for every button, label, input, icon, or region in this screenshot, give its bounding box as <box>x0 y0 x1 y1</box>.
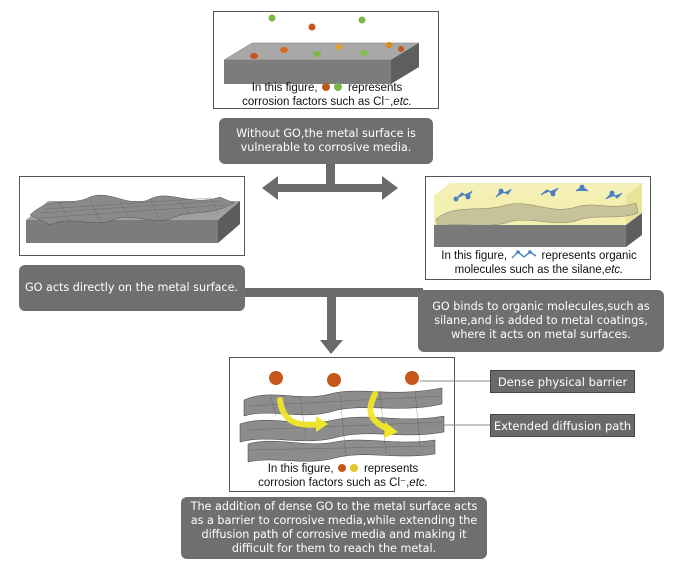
caption-suffix: represents organic <box>541 250 637 262</box>
go-barrier-illustration <box>239 371 445 463</box>
corrosion-ion <box>405 371 419 385</box>
ion-orange <box>280 47 288 53</box>
caption-line2: corrosion factors such as Cl⁻, <box>242 96 394 108</box>
bottom-panel: In this figure, represents corrosion fac… <box>229 357 455 492</box>
caption-etc: etc. <box>393 96 412 108</box>
ion-orange <box>335 44 343 50</box>
box-text: The addition of dense GO to the metal su… <box>190 500 478 555</box>
caption-prefix: In this figure, <box>441 250 508 262</box>
box-without-go: Without GO,the metal surface is vulnerab… <box>219 118 433 164</box>
top-panel: In this figure, represents corrosion fac… <box>213 11 439 109</box>
box-text: GO binds to organic molecules,such as si… <box>432 300 650 341</box>
caption-line2: molecules such as the silane, <box>454 264 605 276</box>
top-caption: In this figure, represents corrosion fac… <box>214 81 440 109</box>
coating-slab <box>434 183 642 247</box>
ion-orange <box>308 23 316 31</box>
ion-legend-icon <box>337 464 358 472</box>
bottom-caption: In this figure, represents corrosion fac… <box>230 462 456 490</box>
silane-legend-icon <box>511 250 537 259</box>
left-panel <box>19 176 245 256</box>
ion-legend-icon <box>321 83 342 91</box>
caption-suffix: represents <box>363 463 419 475</box>
ion-orange <box>398 46 404 52</box>
ion-green <box>313 51 321 57</box>
caption-line2: corrosion factors such as Cl⁻, <box>258 477 410 489</box>
box-text: Without GO,the metal surface is vulnerab… <box>236 127 416 154</box>
caption-suffix: represents <box>347 82 403 94</box>
box-text: GO acts directly on the metal surface. <box>25 281 239 294</box>
caption-prefix: In this figure, <box>267 463 334 475</box>
ion-green <box>358 16 366 24</box>
caption-etc: etc. <box>604 264 624 276</box>
right-caption: In this figure, represents organic molec… <box>426 249 652 277</box>
corrosion-ion <box>269 371 283 385</box>
corrosion-ion <box>327 373 341 387</box>
silane-molecules <box>453 184 623 202</box>
ion-orange <box>250 53 258 59</box>
label-dense-barrier: Dense physical barrier <box>490 370 635 393</box>
go-sheet-layer <box>29 194 235 226</box>
box-go-organic: GO binds to organic molecules,such as si… <box>418 290 664 352</box>
box-conclusion: The addition of dense GO to the metal su… <box>181 497 487 559</box>
label-diffusion-path: Extended diffusion path <box>490 414 635 437</box>
metal-slab-top <box>223 14 420 84</box>
caption-etc: etc. <box>409 477 428 489</box>
go-sheet-layer <box>435 202 639 228</box>
box-go-direct: GO acts directly on the metal surface. <box>19 265 245 311</box>
metal-slab-go <box>26 194 240 243</box>
caption-prefix: In this figure, <box>251 82 318 94</box>
ion-orange <box>385 42 393 48</box>
ion-green <box>360 50 368 56</box>
go-stack <box>239 387 445 463</box>
right-panel: In this figure, represents organic molec… <box>425 176 651 280</box>
ion-green <box>268 14 276 22</box>
